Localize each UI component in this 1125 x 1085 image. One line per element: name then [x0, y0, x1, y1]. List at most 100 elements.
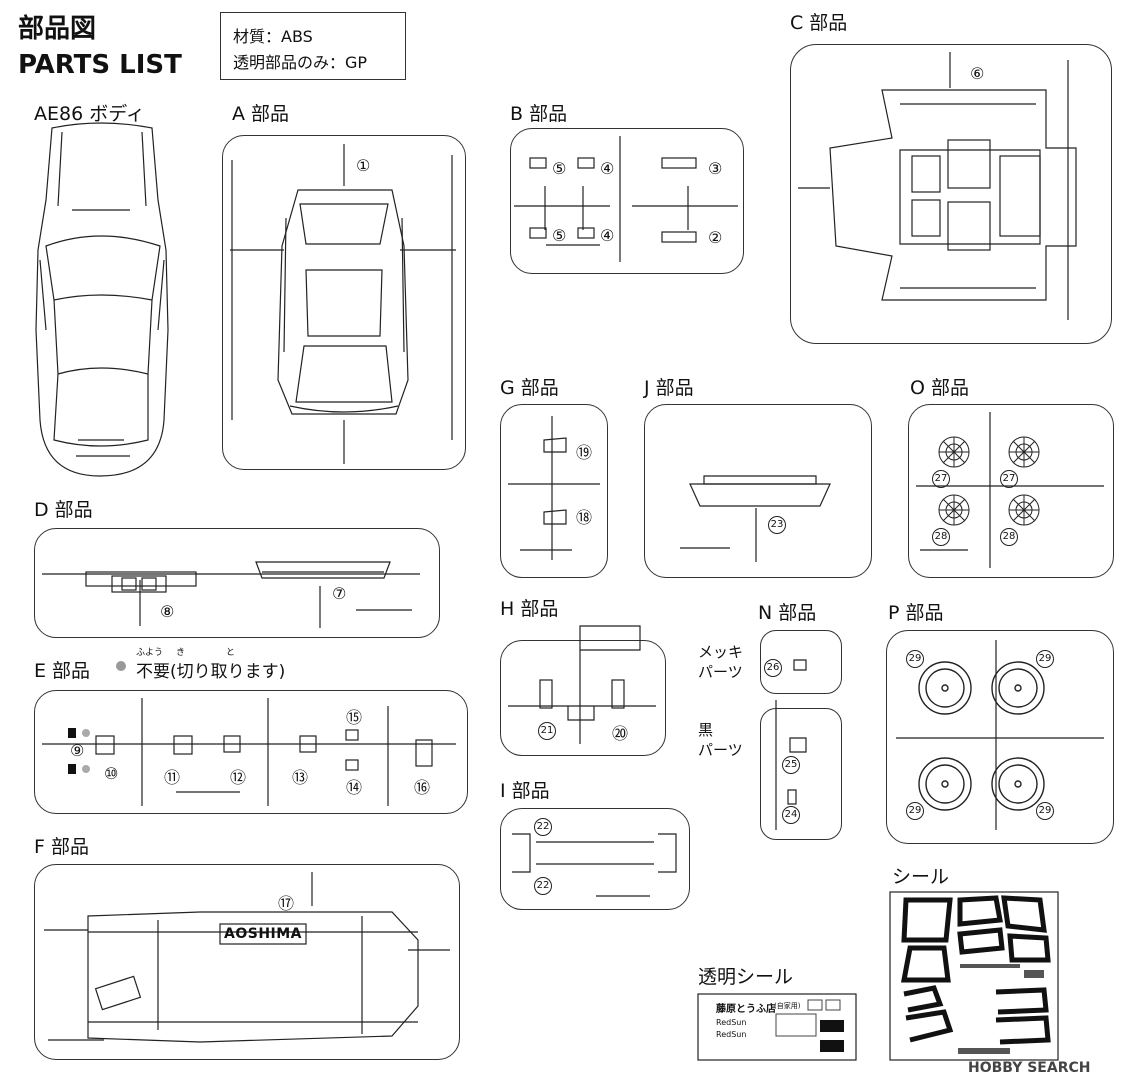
part-number-21: 21 [538, 722, 556, 740]
part-number-12: ⑫ [230, 768, 247, 787]
part-number-8: ⑧ [160, 602, 175, 621]
part-7-drawing [255, 561, 391, 579]
label-j: J 部品 [644, 377, 694, 399]
label-body: AE86 ボディ [34, 103, 145, 125]
label-e: E 部品 [34, 660, 91, 682]
label-clear-seal: 透明シール [698, 966, 794, 988]
part-number-7: ⑦ [332, 584, 347, 603]
e-note-ruby-1: ふよう [136, 648, 164, 658]
part-number-29d: 29 [1036, 802, 1054, 820]
aoshima-logo-box [219, 923, 307, 945]
part-number-26: 26 [764, 659, 782, 677]
label-d: D 部品 [34, 499, 93, 521]
runner-i [500, 808, 690, 910]
label-f: F 部品 [34, 836, 89, 858]
label-i: I 部品 [500, 780, 550, 802]
runner-h [500, 640, 666, 756]
page-title-jp: 部品図 [18, 14, 97, 44]
runner-i-gates [512, 833, 677, 897]
part-number-9: ⑨ [70, 741, 85, 760]
part-number-27b: 27 [1000, 470, 1018, 488]
page-title-en: PARTS LIST [18, 50, 182, 80]
part-number-22b: 22 [534, 877, 552, 895]
runner-h-gates [508, 625, 656, 744]
part-number-28b: 28 [1000, 528, 1018, 546]
part-number-10: ⑩ [104, 764, 119, 783]
runner-b-gates [514, 136, 738, 262]
part-number-11: ⑪ [164, 768, 181, 787]
runner-c [790, 44, 1112, 344]
clear-seal-shop-note: (自家用) [774, 1002, 801, 1010]
part-number-3: ③ [708, 159, 723, 178]
part-number-29b: 29 [1036, 650, 1054, 668]
runner-n-black [760, 708, 842, 840]
runner-d [34, 528, 440, 638]
part-1-body-shell-drawing [277, 189, 409, 415]
e-note-ruby-3: と [226, 648, 236, 658]
runner-g [500, 404, 608, 578]
part-number-28a: 28 [932, 528, 950, 546]
runner-b [510, 128, 744, 274]
part-number-27a: 27 [932, 470, 950, 488]
label-a: A 部品 [232, 103, 290, 125]
watermark: HOBBY SEARCH [968, 1060, 1091, 1076]
label-o: O 部品 [910, 377, 969, 399]
part-27-28-wheels [938, 436, 1040, 526]
part-6-interior-drawing [798, 52, 1077, 320]
runner-n-gates [775, 659, 807, 830]
part-number-29c: 29 [906, 802, 924, 820]
part-number-5b: ⑤ [552, 226, 567, 245]
runner-a [222, 135, 466, 470]
part-number-25: 25 [782, 756, 800, 774]
label-b: B 部品 [510, 103, 568, 125]
runner-g-gates [508, 416, 600, 560]
part-23-drawing [680, 475, 831, 562]
part-number-2: ② [708, 228, 723, 247]
runner-e-gates [42, 698, 456, 806]
aoshima-logo-text: AOSHIMA [224, 926, 303, 942]
part-number-16: ⑯ [414, 778, 431, 797]
material-box: 材質：ABS 透明部品のみ：GP [220, 12, 406, 80]
part-number-4a: ④ [600, 159, 615, 178]
material-line-1: 材質：ABS [233, 27, 313, 46]
part-number-6: ⑥ [970, 64, 985, 83]
e-note-text: 不要(切り取ります) [136, 662, 286, 682]
clear-seal-shop: 藤原とうふ店 [716, 1004, 776, 1015]
label-c: C 部品 [790, 12, 848, 34]
runner-j [644, 404, 872, 578]
part-number-15: ⑮ [346, 708, 363, 727]
part-number-14: ⑭ [346, 778, 363, 797]
n-black-label-2: パーツ [698, 741, 743, 759]
runner-a-gates [230, 144, 456, 464]
part-9-markers [68, 728, 90, 774]
part-number-20: ⑳ [612, 724, 629, 743]
part-number-4b: ④ [600, 226, 615, 245]
part-number-29a: 29 [906, 650, 924, 668]
unused-marker-icon [116, 661, 126, 671]
ae86-body-drawing [35, 122, 169, 477]
part-29-tires [918, 661, 1045, 811]
n-black-label-1: 黒 [698, 721, 714, 739]
part-number-17: ⑰ [278, 894, 295, 913]
clear-seal-brand-2: RedSun [716, 1030, 747, 1039]
clear-seal-brand-1: RedSun [716, 1018, 747, 1027]
part-17-chassis-drawing [87, 911, 419, 1043]
part-number-18: ⑱ [576, 508, 593, 527]
runner-f [34, 864, 460, 1060]
label-seal: シール [892, 866, 950, 888]
runner-e [34, 690, 468, 814]
part-number-5a: ⑤ [552, 159, 567, 178]
part-number-22a: 22 [534, 818, 552, 836]
e-note-ruby-2: き [176, 648, 186, 658]
part-number-23: 23 [768, 516, 786, 534]
n-plated-label-1: メッキ [698, 643, 744, 661]
material-line-2: 透明部品のみ：GP [233, 53, 368, 72]
part-8-drawing [85, 571, 197, 593]
part-number-19: ⑲ [576, 443, 593, 462]
decal-sheet-drawing [889, 891, 1059, 1061]
label-p: P 部品 [888, 602, 944, 624]
runner-f-gates [44, 872, 450, 1041]
runner-o [908, 404, 1114, 578]
clear-decal-sheet-drawing [697, 993, 857, 1061]
